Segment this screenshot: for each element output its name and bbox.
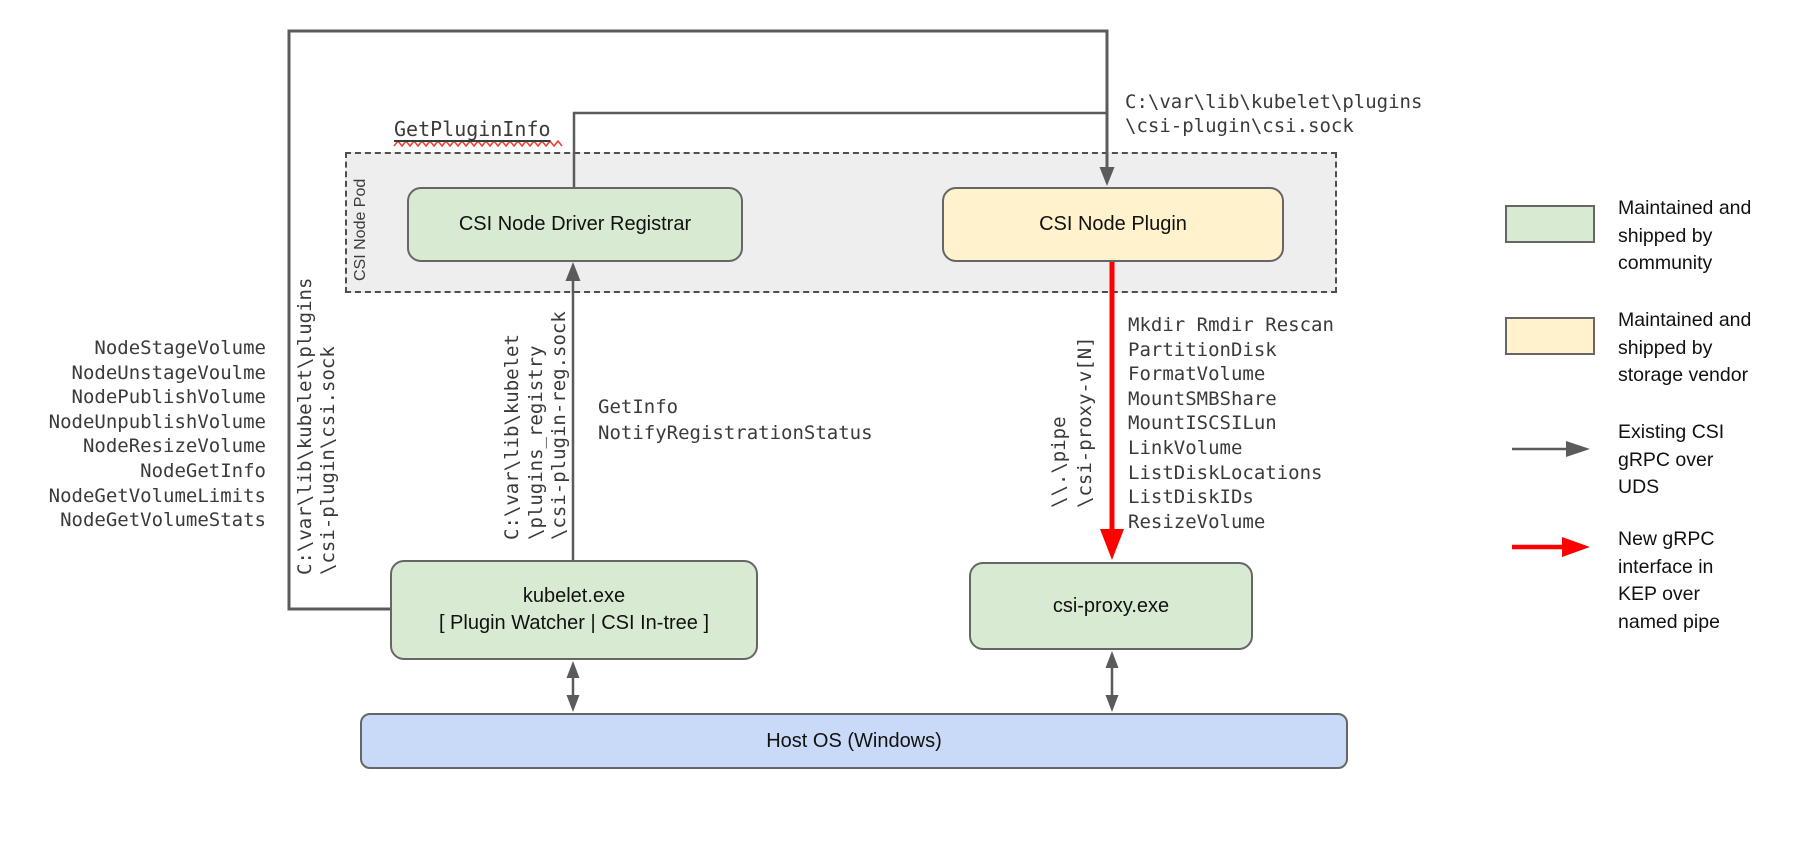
plugin-socket-path-vertical-label: C:\var\lib\kubelet\plugins \csi-plugin\c…	[294, 277, 339, 575]
named-pipe-vertical-label: \\.\pipe \csi-proxy-v[N]	[1048, 336, 1096, 508]
host-os-box: Host OS (Windows)	[360, 713, 1348, 769]
legend-community-swatch	[1505, 205, 1595, 243]
plugin-to-proxy-arrowhead	[1100, 529, 1124, 560]
csi-node-driver-registrar-box: CSI Node Driver Registrar	[407, 187, 743, 262]
legend-pipe-arrowhead	[1562, 537, 1590, 557]
kubelet-label: kubelet.exe [ Plugin Watcher | CSI In-tr…	[438, 585, 710, 634]
legend-pipe-label: New gRPC interface in KEP over named pip…	[1618, 528, 1720, 633]
csi-proxy-calls-list: Mkdir Rmdir Rescan PartitionDisk FormatV…	[1128, 314, 1334, 533]
getplugininfo-label: GetPluginInfo	[394, 117, 551, 141]
csi-node-pod-label: CSI Node Pod	[352, 178, 369, 281]
csi-node-driver-registrar-label: CSI Node Driver Registrar	[458, 213, 692, 235]
kubelet-hostos-arrowhead-top	[566, 661, 580, 678]
csi-node-plugin-box: CSI Node Plugin	[942, 187, 1284, 262]
host-os-label: Host OS (Windows)	[766, 729, 942, 752]
legend-uds-label: Existing CSI gRPC over UDS	[1618, 421, 1725, 498]
spellcheck-squiggle	[393, 139, 563, 148]
legend-uds-arrowhead	[1566, 441, 1590, 457]
legend-community-label: Maintained and shipped by community	[1618, 197, 1752, 274]
registration-calls-list: GetInfo NotifyRegistrationStatus	[598, 396, 873, 444]
csi-proxy-label: csi-proxy.exe	[1052, 594, 1170, 617]
legend-vendor-label: Maintained and shipped by storage vendor	[1618, 309, 1752, 386]
csi-proxy-box: csi-proxy.exe	[969, 562, 1253, 650]
plugin-socket-path-label: C:\var\lib\kubelet\plugins \csi-plugin\c…	[1125, 91, 1423, 137]
registry-socket-path-vertical-label: C:\var\lib\kubelet \plugins_registry \cs…	[501, 311, 570, 540]
kubelet-box: kubelet.exe [ Plugin Watcher | CSI In-tr…	[390, 560, 758, 660]
kubelet-hostos-arrowhead-bottom	[566, 695, 580, 712]
proxy-hostos-arrowhead-top	[1105, 651, 1119, 668]
legend-vendor-swatch	[1505, 317, 1595, 355]
kubelet-node-calls-list: NodeStageVolume NodeUnstageVoulme NodePu…	[48, 337, 266, 532]
csi-node-plugin-label: CSI Node Plugin	[1039, 213, 1187, 235]
proxy-hostos-arrowhead-bottom	[1105, 695, 1119, 712]
